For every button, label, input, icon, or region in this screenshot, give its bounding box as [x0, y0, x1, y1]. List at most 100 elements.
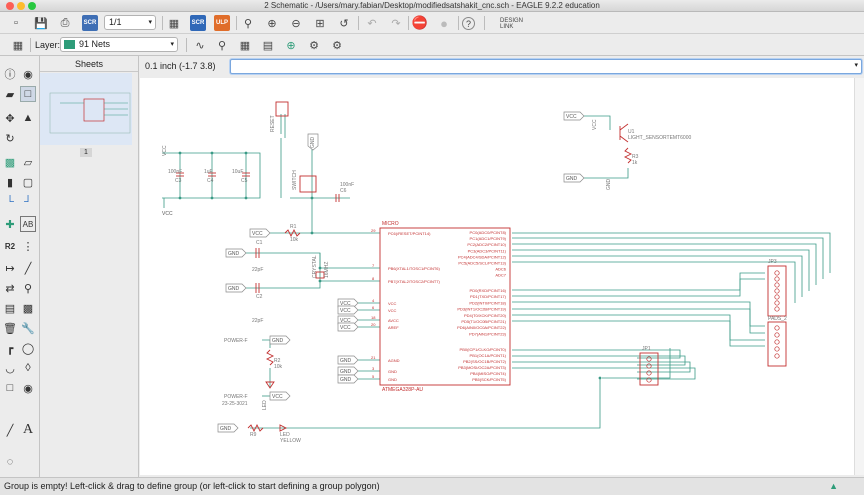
name-icon[interactable]: R2: [4, 241, 16, 251]
miter-icon[interactable]: ▢: [22, 176, 34, 189]
document-icon[interactable]: ▤: [4, 302, 16, 315]
mirror-icon[interactable]: ▲: [22, 112, 34, 124]
micro-pin-right-pins-c-0: PB0(ICP1/CLKO/PCINT0): [460, 347, 507, 352]
rotated-labels: VCC RESET SWITCH CRYSTAL 16MHZ GND GND L…: [162, 115, 612, 410]
text-tool-icon[interactable]: A: [22, 422, 34, 437]
hole-tool-icon[interactable]: ◉: [23, 382, 33, 395]
net-search-icon[interactable]: ⚲: [217, 39, 227, 52]
replace-icon[interactable]: ⇄: [5, 282, 15, 295]
vcc-label-2: VCC: [340, 308, 351, 314]
paste-icon[interactable]: ▱: [23, 156, 33, 169]
chevron-down-icon: ▾: [148, 19, 152, 26]
pin-num-21: 21: [371, 355, 376, 360]
net-icon[interactable]: ✚: [5, 218, 15, 231]
bus-icon[interactable]: ┘: [24, 196, 32, 208]
label-cap10u: 10uF: [232, 169, 243, 175]
header-pins: [646, 270, 780, 383]
label-power-f2-val: 23-25-3021: [222, 401, 248, 407]
micro-pin-vcc1: VCC: [388, 301, 397, 306]
chevron-down-icon[interactable]: ▾: [854, 62, 858, 69]
info-icon[interactable]: ⓘ: [4, 69, 16, 81]
polygon-tool-icon[interactable]: ◊: [25, 362, 31, 374]
display-icon[interactable]: ▰: [5, 88, 15, 101]
save-icon[interactable]: 💾: [34, 17, 48, 30]
add-net-icon[interactable]: ⊕: [286, 39, 296, 52]
gateswap-icon[interactable]: ↦: [5, 262, 15, 275]
sheet-select[interactable]: 1/1 ▾: [104, 15, 156, 30]
resize-grip-icon[interactable]: ▲: [829, 481, 838, 491]
split-icon[interactable]: ▮: [6, 176, 14, 189]
value-icon[interactable]: ⋮: [22, 240, 34, 253]
vcc-label-1: VCC: [340, 301, 351, 307]
scr-button[interactable]: SCR: [190, 15, 206, 31]
line-tool-icon[interactable]: ╱: [24, 262, 32, 275]
nets: [162, 114, 831, 429]
help-button[interactable]: ?: [462, 17, 475, 30]
dimension-icon[interactable]: ◌: [6, 456, 14, 468]
delete-icon[interactable]: 🗑: [3, 322, 17, 335]
script-run-icon[interactable]: SCR: [82, 15, 98, 31]
wire-style-icon[interactable]: ∿: [195, 39, 205, 52]
arc-tool-icon[interactable]: ◡: [5, 362, 15, 375]
rotate-icon[interactable]: ↻: [5, 132, 15, 145]
attribute-icon[interactable]: ▩: [22, 302, 34, 315]
vertical-scrollbar[interactable]: [854, 78, 864, 475]
command-bar: 0.1 inch (-1.7 3.8) ▾: [140, 57, 864, 77]
zoom-window-button[interactable]: [28, 2, 36, 10]
micro-pin-pb7: PB7(XTAL2/TOSC2/PCINT7): [388, 279, 441, 284]
layer-select[interactable]: 91 Nets ▾: [60, 37, 178, 52]
minimize-window-button[interactable]: [17, 2, 25, 10]
zoom-in-icon[interactable]: ⊕: [267, 17, 277, 30]
zoom-fit-icon[interactable]: ⚲: [243, 17, 253, 30]
smash-icon[interactable]: ┏: [6, 342, 14, 355]
copy-icon[interactable]: ▩: [4, 156, 16, 169]
zoom-select-icon[interactable]: ⊞: [315, 17, 325, 30]
undo-icon[interactable]: ↶: [367, 17, 377, 30]
ratsnest-icon[interactable]: ▦: [239, 39, 251, 52]
command-input[interactable]: ▾: [230, 59, 862, 74]
ulp-button[interactable]: ULP: [214, 15, 230, 31]
wire-icon[interactable]: └: [6, 196, 14, 208]
micro-pin-right-pins-c-4: PB4(MISO/PCINT4): [470, 371, 506, 376]
label-r1: R1: [290, 224, 297, 230]
stop-icon[interactable]: ⛔: [411, 15, 429, 30]
zoom-out-icon[interactable]: ⊖: [291, 17, 301, 30]
schematic-drawing: VCC GND GND VCC VCC VCC VCC GND GND GND …: [162, 101, 831, 444]
sheet-thumbnail[interactable]: [40, 73, 132, 145]
supply-flags: [217, 111, 585, 433]
label-crystal-val: 16MHZ: [324, 262, 330, 278]
show-icon[interactable]: ◉: [23, 68, 33, 81]
micro-value: ATMEGA328P-AU: [382, 387, 423, 393]
gear-icon[interactable]: ⚙: [332, 39, 342, 52]
grid-icon[interactable]: ▦: [12, 39, 24, 52]
go-icon[interactable]: ●: [440, 15, 448, 31]
label-jp1: JP1: [642, 346, 651, 352]
label-vcc-rot2: VCC: [592, 119, 598, 130]
design-link-button[interactable]: DESIGN LINK: [500, 18, 524, 30]
micro-pin-right-pins-c-5: PB5(SCK/PCINT5): [472, 377, 506, 382]
redo-icon[interactable]: ↷: [391, 17, 401, 30]
circle-tool-icon[interactable]: ◯: [21, 342, 35, 355]
sheet-thumbnail-preview: [49, 92, 131, 134]
wrench-icon[interactable]: 🔧: [21, 322, 35, 335]
micro-pin-vcc2: VCC: [388, 308, 397, 313]
tag-icon[interactable]: ⚲: [23, 282, 33, 295]
print-icon[interactable]: ⎙: [60, 16, 70, 29]
label-icon[interactable]: AB: [20, 216, 36, 232]
diagonal-line-icon[interactable]: ╱: [6, 424, 14, 437]
close-window-button[interactable]: [6, 2, 14, 10]
board-switch-icon[interactable]: ▦: [168, 17, 180, 30]
frame-tool-icon[interactable]: □: [6, 382, 14, 394]
label-22pf-2: 22pF: [252, 318, 263, 324]
pin-num-18: 18: [371, 315, 376, 320]
erc-icon[interactable]: ▤: [262, 39, 274, 52]
label-power-f2: POWER-F: [224, 394, 248, 400]
schematic-canvas[interactable]: VCC GND GND VCC VCC VCC VCC GND GND GND …: [140, 78, 854, 475]
label-gnd-rot: GND: [310, 137, 316, 149]
redraw-icon[interactable]: ↺: [339, 17, 349, 30]
pads2-header: [767, 321, 787, 367]
new-file-icon[interactable]: ▫: [14, 17, 18, 29]
group-select-icon[interactable]: □: [20, 86, 36, 102]
settings-icon[interactable]: ⚙: [309, 39, 319, 52]
move-icon[interactable]: ✥: [5, 112, 15, 125]
